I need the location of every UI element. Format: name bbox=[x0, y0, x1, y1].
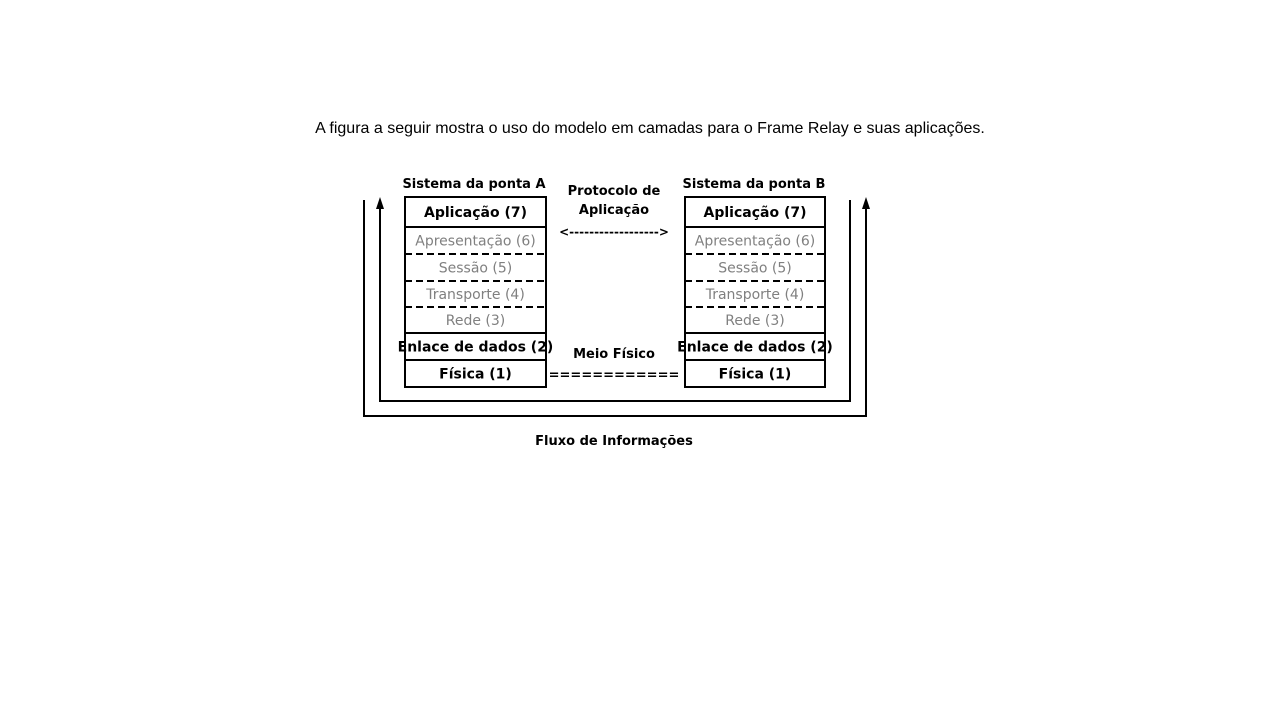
stack-b-layer-label: Física (1) bbox=[719, 367, 792, 383]
flow-arrow-up-right-icon bbox=[862, 197, 870, 209]
stack-a-layer-label: Apresentação (6) bbox=[415, 234, 536, 250]
flow-arrow-up-left-icon bbox=[376, 197, 384, 209]
stack-b-layer-label: Transporte (4) bbox=[705, 287, 805, 303]
stack-a-layer-label: Rede (3) bbox=[446, 313, 506, 329]
flow-inner-line bbox=[379, 200, 851, 402]
flow-label: Fluxo de Informações bbox=[535, 434, 693, 449]
stack-a-layer-label: Enlace de dados (2) bbox=[398, 340, 554, 356]
stack-a-layer-label: Transporte (4) bbox=[425, 287, 525, 303]
flow-outer-line bbox=[363, 200, 867, 417]
stack-b-layer-label: Enlace de dados (2) bbox=[677, 340, 833, 356]
stack-b-layer-label: Sessão (5) bbox=[718, 261, 792, 277]
system-a-title: Sistema da ponta A bbox=[402, 177, 545, 192]
protocol-label-line2: Aplicação bbox=[579, 203, 649, 218]
stack-b-layer-label: Apresentação (6) bbox=[695, 234, 816, 250]
stack-b-layer-label: Rede (3) bbox=[725, 313, 785, 329]
stack-a-layer-label: Sessão (5) bbox=[439, 261, 513, 277]
physical-medium-line: ============ bbox=[549, 368, 680, 383]
stack-b-stack-border bbox=[684, 196, 826, 388]
stack-b: Aplicação (7) Apresentação (6) Sessão (5) T… bbox=[677, 196, 833, 388]
stack-a-layer-label: Aplicação (7) bbox=[424, 205, 527, 221]
stack-b-layer-label: Aplicação (7) bbox=[704, 205, 807, 221]
protocol-label-line1: Protocolo de bbox=[568, 184, 661, 199]
system-b-title: Sistema da ponta B bbox=[683, 177, 826, 192]
protocol-arrow: <------------------> bbox=[559, 225, 669, 239]
stack-a: Aplicação (7) Apresentação (6) Sessão (5) T… bbox=[398, 196, 554, 388]
page-caption: A figura a seguir mostra o uso do modelo… bbox=[315, 120, 985, 137]
stack-a-stack-border bbox=[404, 196, 547, 388]
stack-a-layer-label: Física (1) bbox=[439, 367, 512, 383]
physical-medium-label: Meio Físico bbox=[573, 347, 655, 362]
